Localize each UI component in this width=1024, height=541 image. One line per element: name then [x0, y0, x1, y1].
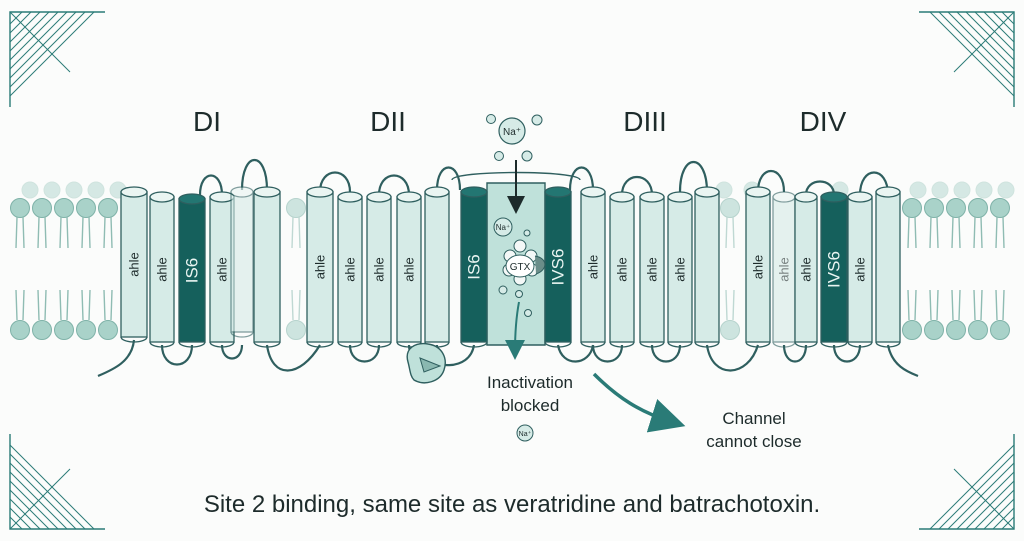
helix-label: ahle	[313, 255, 328, 280]
ion-exit-arrow	[505, 301, 526, 360]
helix-label: ahle	[799, 257, 814, 282]
transmembrane-helix	[424, 186, 450, 348]
helix-label: ahle	[673, 257, 688, 282]
sodium-ion-bottom-label: Na⁺	[519, 430, 532, 438]
lipid-molecule	[968, 198, 988, 340]
domain-label-diii: DIII	[623, 106, 667, 137]
lipid-molecule-back	[65, 181, 83, 199]
helix-label: ahle	[402, 257, 417, 282]
pore-bubbles	[498, 229, 532, 317]
lipid-molecule	[98, 198, 118, 340]
lipid-molecule	[76, 198, 96, 340]
s6-helix: IS6	[178, 193, 206, 348]
domain-label-dii: DII	[370, 106, 406, 137]
lipid-molecule	[946, 198, 966, 340]
domain-label-div: DIV	[800, 106, 847, 137]
transmembrane-helix: ahle	[120, 186, 148, 343]
lipid-molecule-back	[975, 181, 993, 199]
transmembrane-helix	[694, 186, 720, 348]
transmembrane-helix: ahle	[366, 191, 392, 348]
transmembrane-helix: ahle	[396, 191, 422, 348]
channel-label-line2: cannot close	[706, 432, 801, 451]
inactivation-label-line1: Inactivation	[487, 373, 573, 392]
transmembrane-helix	[875, 186, 901, 348]
lipid-molecule-back	[909, 181, 927, 199]
s6-helix: IS6	[460, 186, 488, 348]
helix-group: ahle ahle IS6 ahle ahle ahle ahle ahle IS6 IVS6 ah…	[120, 186, 901, 348]
transmembrane-helix: ahle	[209, 191, 235, 348]
lipid-molecule	[924, 198, 944, 340]
helix-label: ahle	[343, 257, 358, 282]
s6-helix: IVS6	[820, 191, 848, 348]
corner-hatch-icon	[919, 434, 1015, 530]
domain-label-di: DI	[193, 106, 221, 137]
helix-label: IVS6	[825, 251, 844, 288]
helix-label: ahle	[215, 257, 230, 282]
sodium-ion-inside	[493, 217, 513, 237]
corner-hatch-icon	[9, 434, 105, 530]
transmembrane-helix	[230, 186, 254, 338]
helix-label: ahle	[751, 255, 766, 280]
helix-label: ahle	[586, 255, 601, 280]
caption: Site 2 binding, same site as veratridine…	[204, 491, 820, 518]
sodium-ion-inside-label: Na⁺	[496, 223, 510, 232]
gtx-label: GTX	[510, 262, 531, 273]
lipid-molecule	[10, 198, 30, 340]
inactivation-label-line2: blocked	[501, 396, 560, 415]
lipid-molecule	[720, 198, 740, 340]
helix-label: ahle	[645, 257, 660, 282]
sodium-ion-bottom	[516, 424, 534, 442]
transmembrane-helix	[253, 186, 281, 348]
transmembrane-helix: ahle	[772, 191, 796, 348]
transmembrane-helix: ahle	[639, 191, 665, 348]
transmembrane-helix: ahle	[337, 191, 363, 348]
sodium-ion-top-label: Na⁺	[503, 127, 521, 138]
helix-label: ahle	[777, 257, 792, 282]
helix-label: ahle	[155, 257, 170, 282]
lipid-molecule-back	[997, 181, 1015, 199]
lipid-molecule-back	[931, 181, 949, 199]
transmembrane-helix: ahle	[667, 191, 693, 348]
helix-label: ahle	[615, 257, 630, 282]
lipid-molecule-back	[87, 181, 105, 199]
curved-arrow-icon	[592, 372, 686, 433]
inactivation-gate-notch	[419, 357, 442, 373]
transmembrane-helix: ahle	[609, 191, 635, 348]
lipid-molecule	[902, 198, 922, 340]
lipid-molecule	[32, 198, 52, 340]
lipid-molecule-back	[43, 181, 61, 199]
transmembrane-helix: ahle	[794, 191, 818, 348]
corner-hatch-icon	[919, 11, 1015, 107]
channel-label-line1: Channel	[722, 409, 785, 428]
transmembrane-helix: ahle	[847, 191, 873, 348]
transmembrane-helix: ahle	[745, 186, 771, 348]
lipid-molecule	[286, 198, 306, 340]
sodium-ion-cluster: Na⁺	[486, 114, 543, 162]
transmembrane-helix: ahle	[149, 191, 175, 348]
helix-label: IVS6	[549, 249, 568, 286]
lipid-molecule-back	[21, 181, 39, 199]
s6-helix: IVS6	[544, 186, 572, 348]
helix-label: IS6	[465, 254, 484, 280]
transmembrane-helix: ahle	[580, 186, 606, 348]
lipid-molecule	[990, 198, 1010, 340]
corner-hatch-icon	[9, 11, 105, 107]
gtx-toxin-molecule	[502, 239, 546, 286]
lipid-molecule	[54, 198, 74, 340]
lipid-molecule-back	[953, 181, 971, 199]
helix-label: ahle	[853, 257, 868, 282]
helix-label: IS6	[183, 258, 202, 284]
helix-label: ahle	[372, 257, 387, 282]
helix-label: ahle	[127, 252, 142, 277]
transmembrane-helix: ahle	[306, 186, 334, 348]
